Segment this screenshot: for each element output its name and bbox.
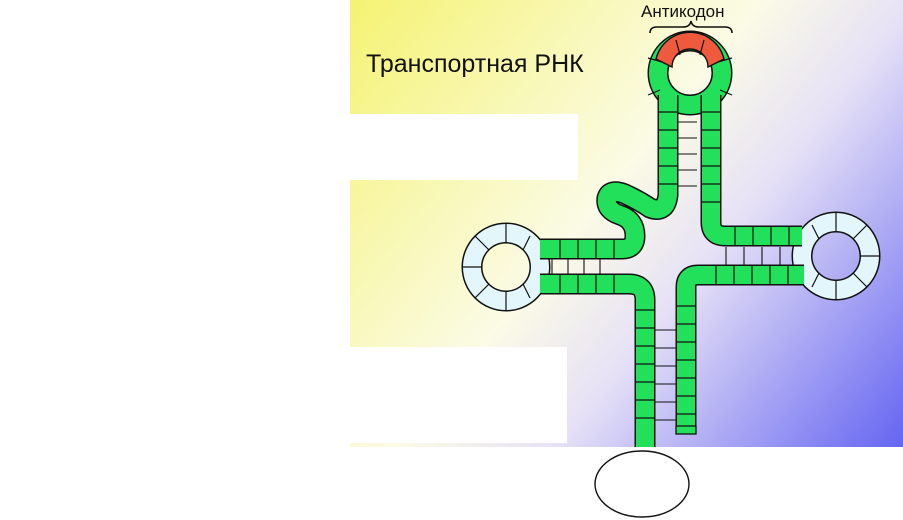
anticodon-label: Антикодон	[641, 2, 725, 21]
base-pair-rungs	[551, 121, 781, 421]
acceptor-end	[675, 425, 697, 435]
nucleotide-dividers	[462, 39, 880, 419]
amino-acid-ellipse	[594, 450, 690, 518]
rna-strand	[540, 95, 804, 447]
blank-label-box-upper	[350, 114, 578, 180]
diagram-title: Транспортная РНК	[366, 50, 584, 78]
blank-label-box-lower	[350, 347, 567, 443]
anticodon-triplet	[655, 31, 725, 69]
anticodon-bracket	[649, 20, 733, 34]
